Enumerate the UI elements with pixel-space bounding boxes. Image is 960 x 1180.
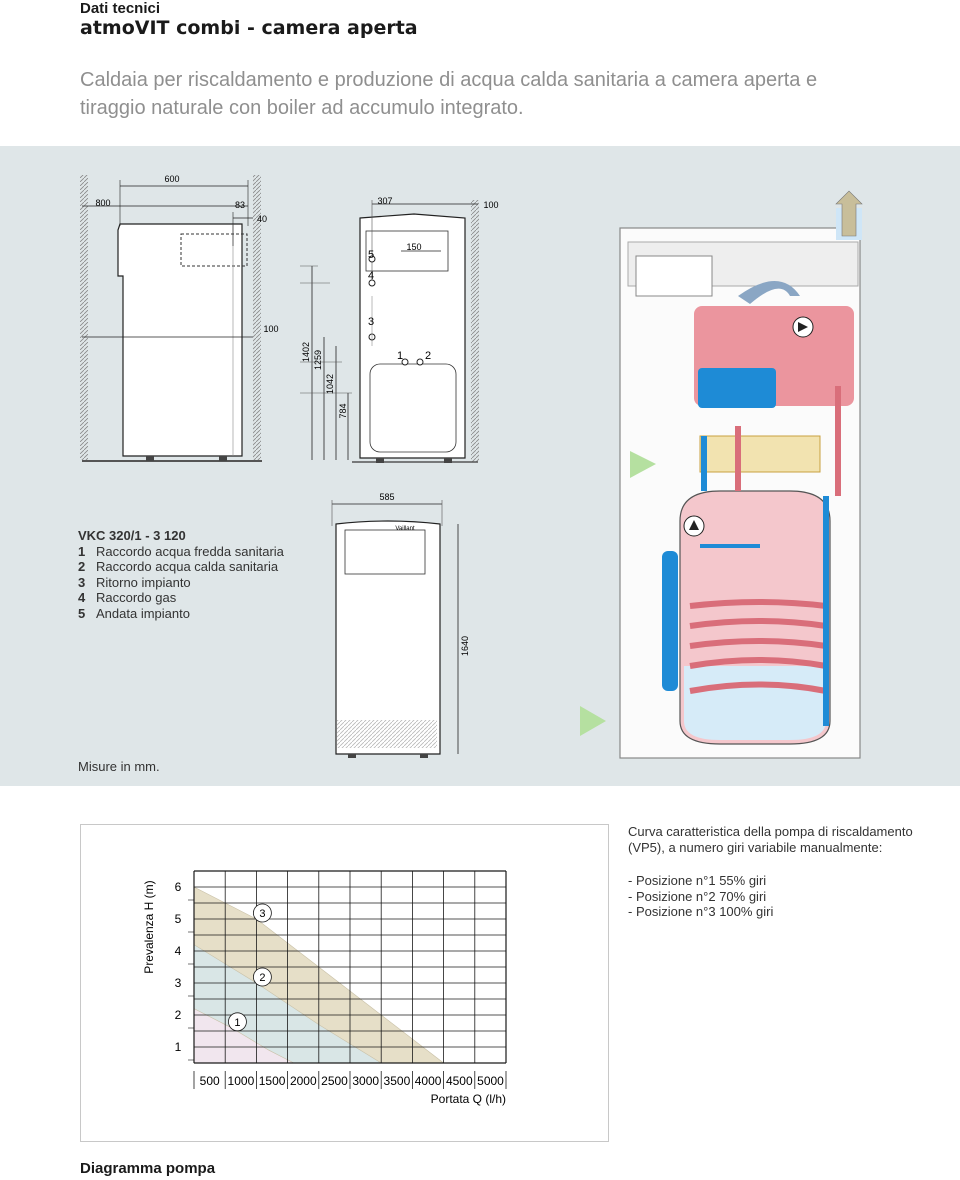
curve-marker-label: 3	[259, 908, 265, 920]
intro-paragraph: Caldaia per riscaldamento e produzione d…	[80, 69, 818, 119]
marker-2: 2	[425, 350, 431, 362]
legend-item: 2 Raccordo acqua calda sanitaria	[78, 559, 284, 575]
y-tick-label: 6	[175, 880, 182, 894]
y-tick-label: 4	[175, 944, 182, 958]
legend-label: Ritorno impianto	[96, 574, 191, 590]
y-tick-label: 3	[175, 976, 182, 990]
x-tick-label: 2000	[290, 1074, 317, 1088]
dim-1259: 1259	[313, 350, 323, 370]
y-tick-label: 2	[175, 1008, 182, 1022]
pump-description-text: Curva caratteristica della pompa di risc…	[628, 824, 913, 855]
x-tick-label: 5000	[477, 1074, 504, 1088]
y-tick-label: 5	[175, 912, 182, 926]
lower-front-view	[331, 500, 459, 758]
legend-num: 5	[78, 605, 86, 621]
curve-marker-label: 2	[259, 972, 265, 984]
x-tick-label: 3500	[384, 1074, 411, 1088]
section-label: Dati tecnici	[80, 0, 161, 17]
marker-5: 5	[368, 249, 374, 261]
measurement-note: Misure in mm.	[78, 759, 160, 774]
y-axis-label: Prevalenza H (m)	[142, 880, 156, 973]
grid-layer	[193, 870, 507, 1064]
pump-position-1: - Posizione n°1 55% giri	[628, 873, 767, 888]
diagram-title: Diagramma pompa	[80, 1160, 216, 1177]
legend-model: VKC 320/1 - 3 120	[78, 528, 186, 543]
x-tick-label: 4500	[446, 1074, 473, 1088]
dim-150: 150	[406, 242, 421, 252]
legend-item: 3 Ritorno impianto	[78, 575, 284, 591]
dim-307: 307	[377, 196, 392, 206]
dim-100-right: 100	[483, 200, 498, 210]
pump-chart: 1 2 3 4 5 6 500 1000 1500 2000 2500 3000 3500 4000 450…	[142, 870, 507, 1106]
curve-label-layer: 1 2 3	[228, 903, 272, 1032]
legend-label: Raccordo acqua calda sanitaria	[96, 559, 279, 574]
y-tick-label: 1	[175, 1040, 182, 1054]
legend-label: Raccordo gas	[96, 590, 177, 605]
marker-1: 1	[397, 350, 403, 362]
pump-description: Curva caratteristica della pompa di risc…	[628, 824, 928, 920]
x-tick-label: 4000	[415, 1074, 442, 1088]
technical-drawing-panel: 600 800 83 40 100 1402 1259 1042 784	[0, 146, 960, 786]
document-title: atmoVIT combi - camera aperta	[80, 17, 418, 39]
legend-num: 1	[78, 543, 86, 559]
brand-badge: Vaillant	[395, 526, 415, 532]
x-tick-label: 1000	[228, 1074, 255, 1088]
dim-585: 585	[379, 492, 394, 502]
tick-layer: 1 2 3 4 5 6 500 1000 1500 2000 2500 3000 3500 4000 450…	[175, 880, 507, 1089]
dim-800: 800	[95, 198, 110, 208]
x-axis-label: Portata Q (l/h)	[431, 1092, 506, 1106]
legend: VKC 320/1 - 3 120 1 Raccordo acqua fredda…	[78, 528, 284, 621]
front-view-drawing	[352, 200, 479, 463]
legend-item: 4 Raccordo gas	[78, 590, 284, 606]
dim-600: 600	[164, 174, 179, 184]
legend-label: Andata impianto	[96, 605, 190, 621]
dim-40: 40	[257, 214, 267, 224]
legend-item: 1 Raccordo acqua fredda sanitaria	[78, 544, 284, 560]
legend-num: 2	[78, 559, 86, 574]
curve-marker	[228, 1012, 247, 1032]
pump-position-3: - Posizione n°3 100% giri	[628, 904, 774, 919]
legend-num: 3	[78, 574, 86, 590]
dim-1402: 1402	[301, 342, 311, 362]
pump-position-2: - Posizione n°2 70% giri	[628, 888, 767, 904]
x-tick-label: 2500	[321, 1074, 348, 1088]
legend-label: Raccordo acqua fredda sanitaria	[96, 543, 284, 559]
x-tick-label: 500	[200, 1074, 220, 1088]
x-tick-label: 1500	[259, 1074, 286, 1088]
dim-784: 784	[338, 403, 348, 418]
dim-1042: 1042	[325, 374, 335, 394]
dim-1640: 1640	[460, 636, 470, 656]
curve-marker	[252, 903, 272, 923]
dim-100-left: 100	[263, 324, 278, 334]
technical-drawing: 600 800 83 40 100 1402 1259 1042 784	[80, 174, 863, 759]
pump-chart-frame: 1 2 3 4 5 6 500 1000 1500 2000 2500 3000 3500 4000 450…	[80, 824, 609, 1142]
marker-4: 4	[368, 270, 374, 282]
cutaway-illustration	[580, 190, 863, 759]
marker-3: 3	[368, 316, 374, 328]
legend-num: 4	[78, 590, 86, 605]
side-view-drawing	[80, 175, 352, 462]
x-tick-label: 3000	[352, 1074, 379, 1088]
curve-marker-label: 1	[234, 1017, 240, 1029]
legend-item: 5 Andata impianto	[78, 606, 284, 622]
curve-marker	[252, 967, 272, 987]
dim-83: 83	[235, 200, 245, 210]
